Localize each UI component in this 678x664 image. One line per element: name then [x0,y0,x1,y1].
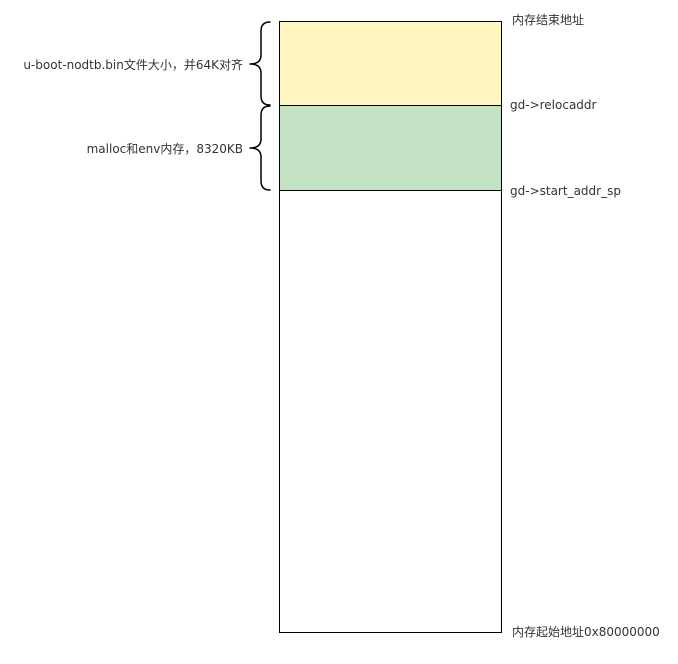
relocaddr-label: gd->relocaddr [510,98,597,112]
free-memory-region-block [279,190,502,633]
uboot-region-label: u-boot-nodtb.bin文件大小，并64K对齐 [23,58,243,72]
malloc-env-region-block [279,105,502,191]
memory-start-address-label: 内存起始地址0x80000000 [512,625,660,639]
start-addr-sp-label: gd->start_addr_sp [510,184,621,198]
malloc-env-region-label: malloc和env内存，8320KB [86,142,243,156]
memory-end-address-label: 内存结束地址 [512,13,585,27]
uboot-region-block [279,21,502,106]
uboot-region-brace [249,21,271,106]
malloc-env-region-brace [249,105,271,191]
